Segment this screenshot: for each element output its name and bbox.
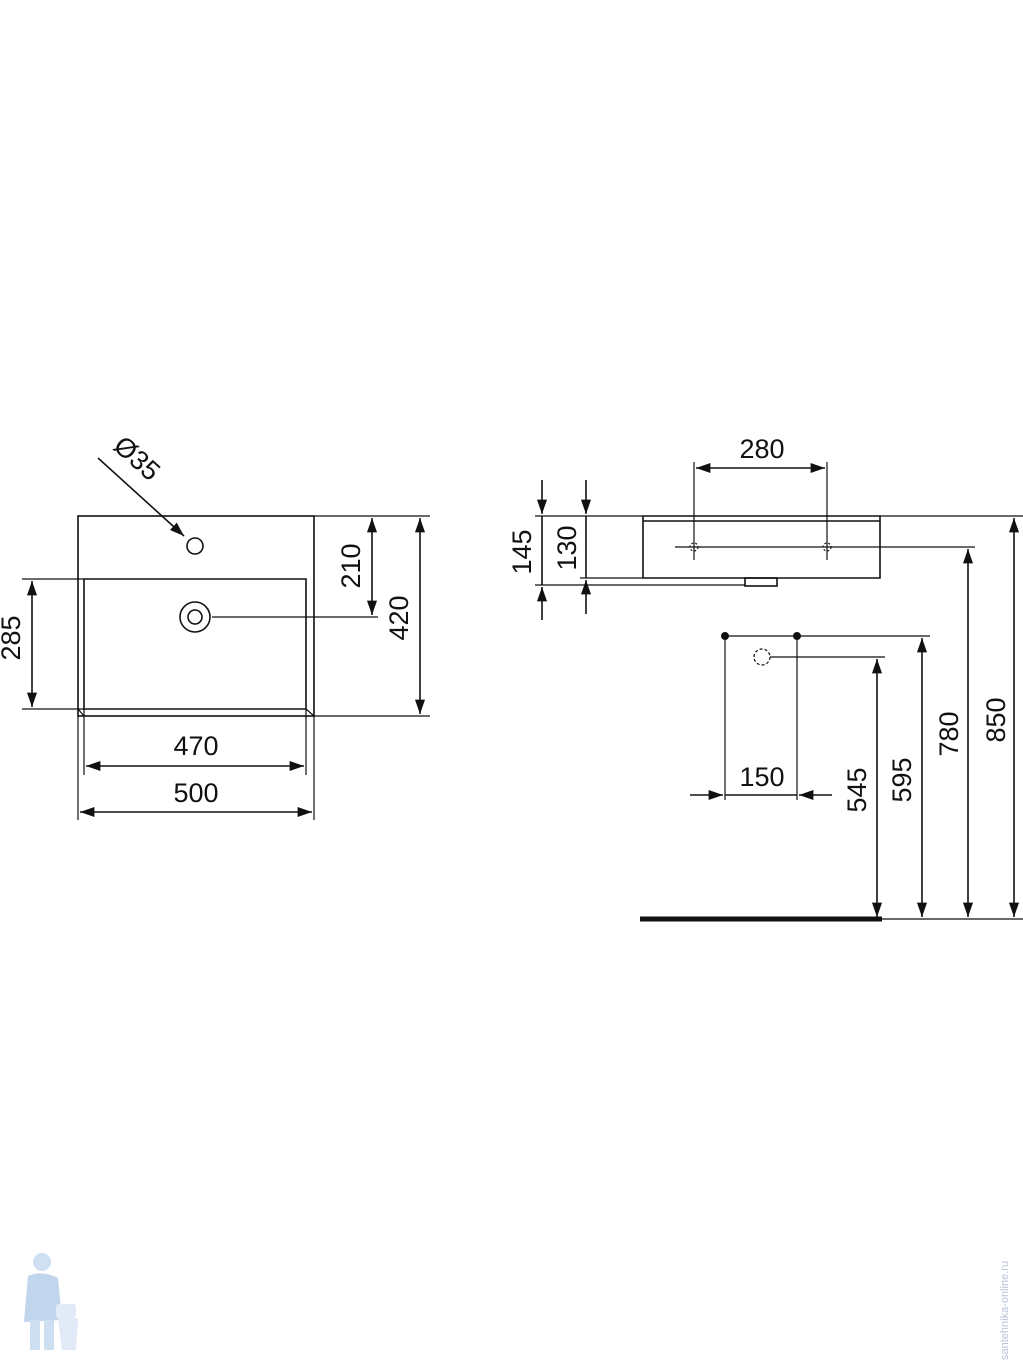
basin-outer-outline	[77, 515, 315, 717]
fixing-spacing-label: 280	[739, 434, 784, 464]
fixing-height-label: 595	[887, 757, 917, 802]
height-outer-label: 145	[507, 529, 537, 574]
plumber-mascot-icon	[24, 1253, 78, 1350]
fixing-bolt-height-label: 780	[934, 711, 964, 756]
inner-width-label: 470	[173, 731, 218, 761]
waste-height-label: 545	[842, 767, 872, 812]
height-inner-label: 130	[552, 525, 582, 570]
watermark-text: santehnika-online.ru	[999, 1261, 1011, 1360]
top-height-label: 850	[981, 697, 1011, 742]
outer-width-label: 500	[173, 778, 218, 808]
waste-outlet	[744, 577, 778, 587]
side-view: 280 145 130	[507, 434, 1023, 620]
tap-to-drain-label: 210	[336, 543, 366, 588]
total-depth-label: 420	[384, 595, 414, 640]
basin-inner-bowl	[83, 578, 307, 710]
fixing-hole-spacing-label: 150	[739, 762, 784, 792]
hole-diameter-label: Ø35	[108, 430, 166, 486]
basin-depth-label: 285	[0, 615, 26, 660]
drain-outer	[179, 601, 211, 633]
hole-leader-line	[97, 457, 185, 537]
basin-side-body	[642, 515, 881, 579]
wall-view: 150 545 595 780 850	[640, 518, 1023, 922]
waste-point	[753, 648, 771, 666]
tap-hole	[186, 537, 204, 555]
top-view: Ø35 285 210 420 470 500	[0, 430, 430, 820]
drain-inner	[187, 609, 203, 625]
